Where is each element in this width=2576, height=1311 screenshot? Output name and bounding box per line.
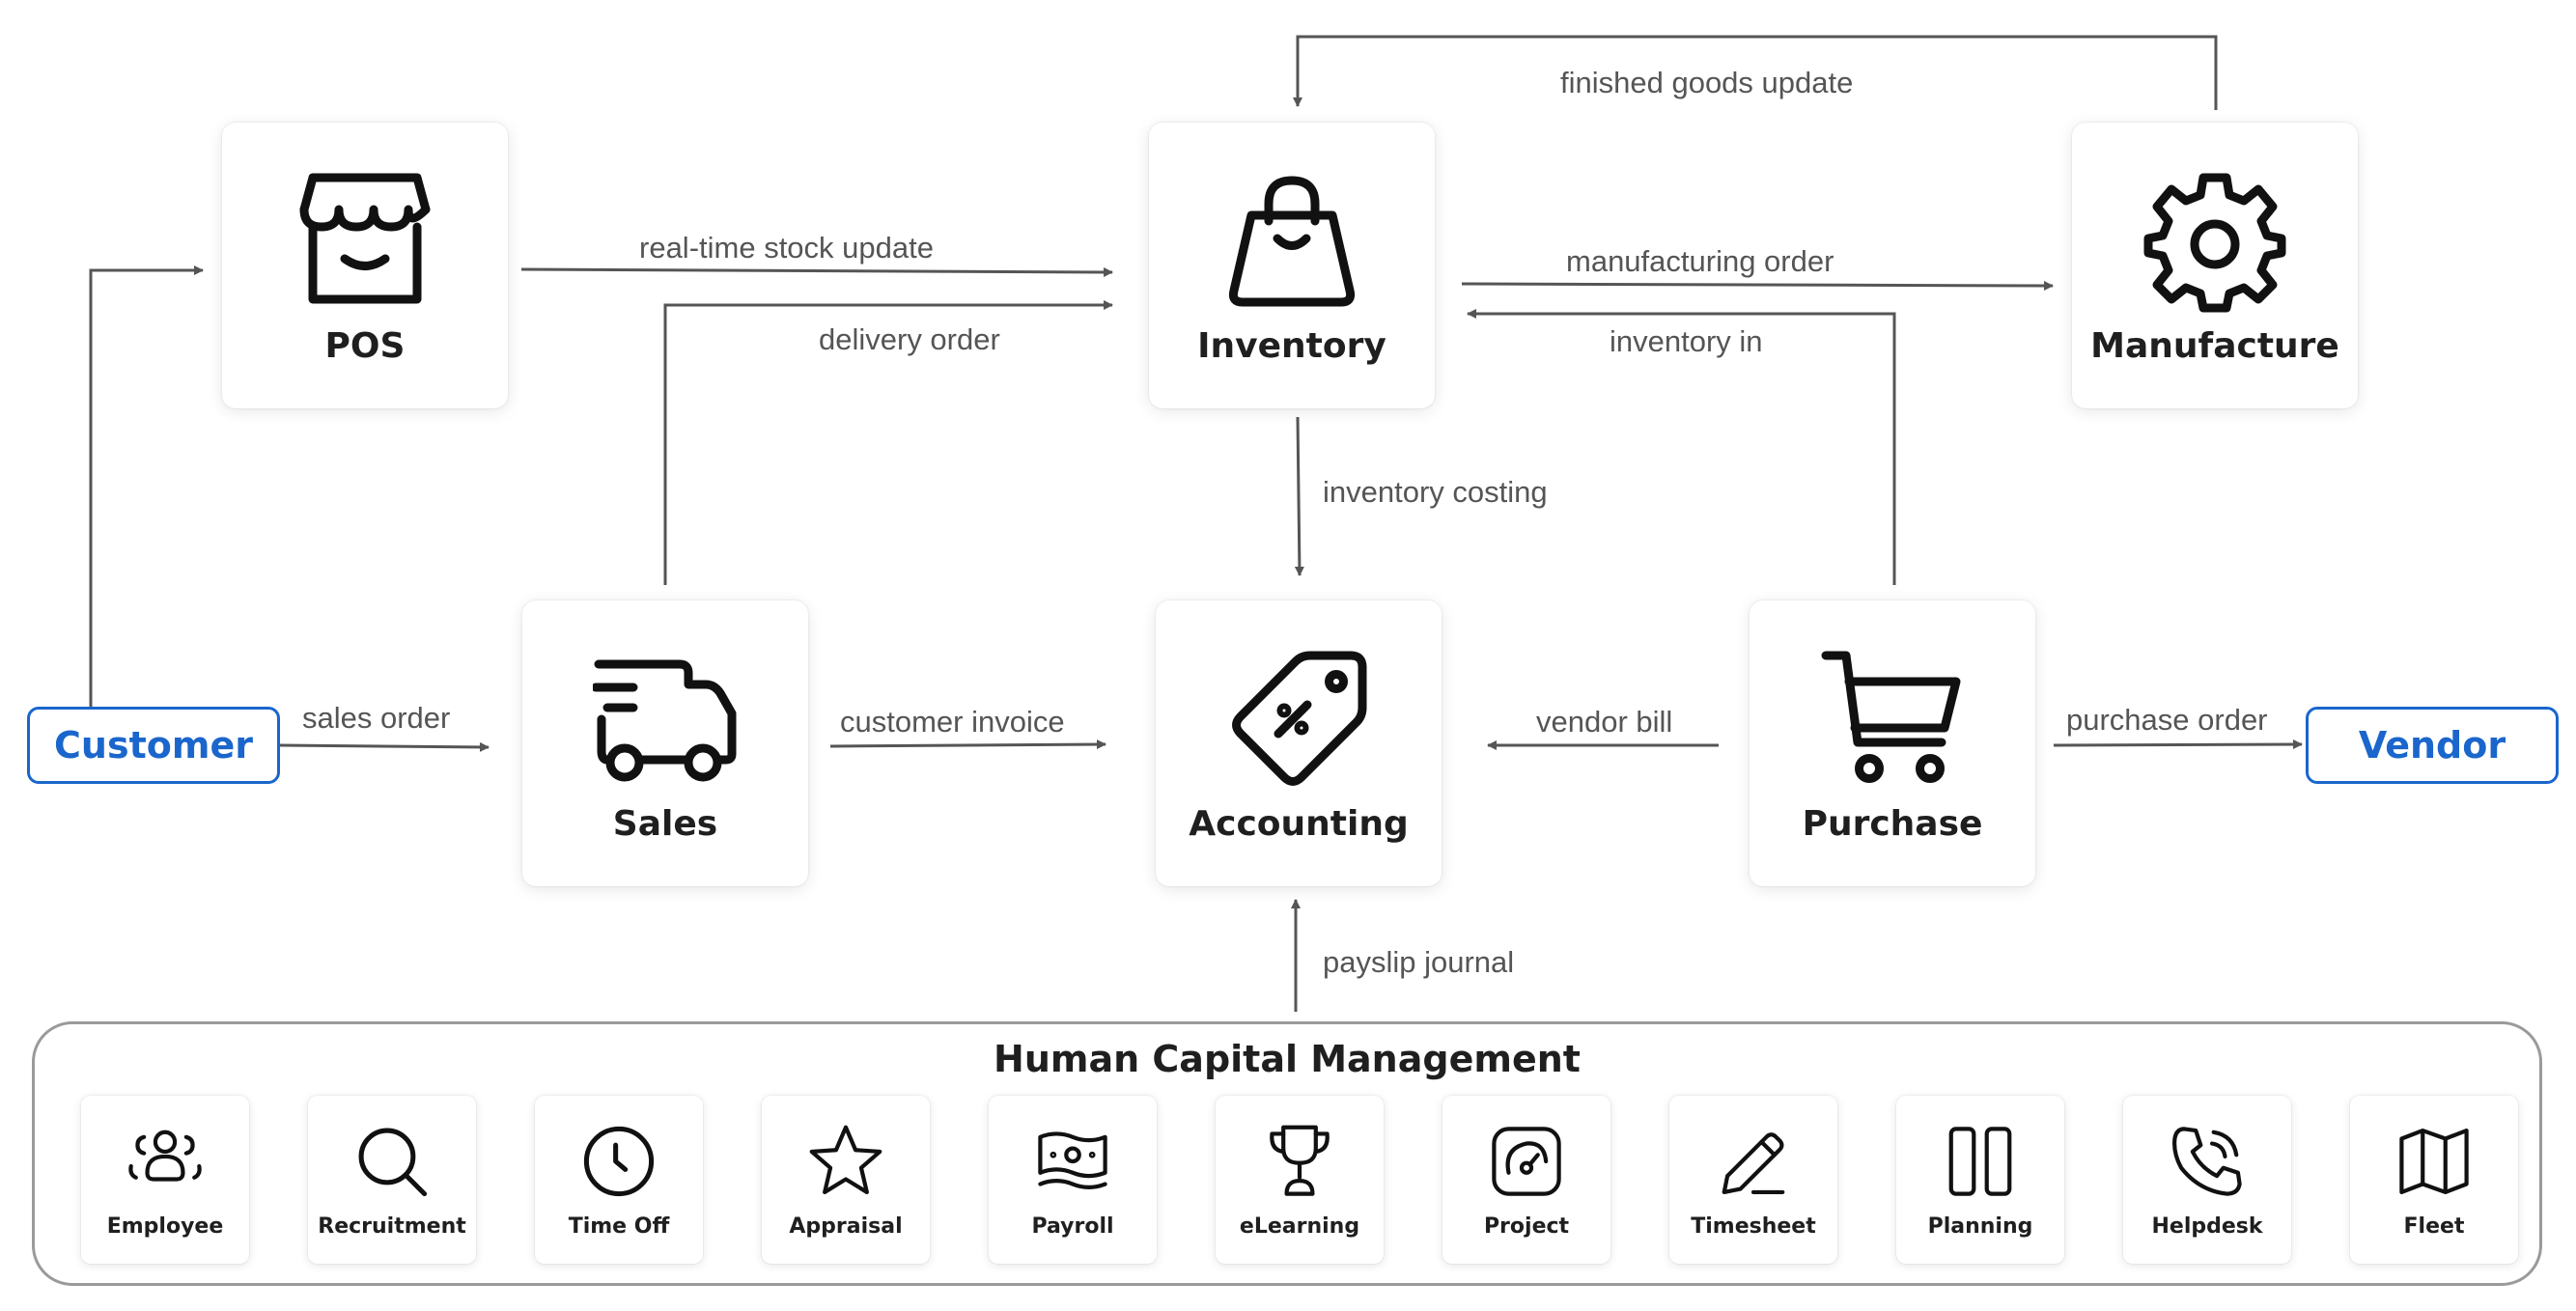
- flow-label-delivery-order: delivery order: [819, 322, 1000, 356]
- module-title: POS: [324, 326, 406, 366]
- flow-label-inventory-costing: inventory costing: [1323, 475, 1548, 509]
- hcm-app-helpdesk[interactable]: Helpdesk: [2123, 1096, 2291, 1264]
- module-card-pos[interactable]: POS: [222, 123, 508, 408]
- hcm-app-payroll[interactable]: Payroll: [989, 1096, 1157, 1264]
- hcm-app-employee[interactable]: Employee: [81, 1096, 249, 1264]
- arrow-purchase-order: [2053, 739, 2303, 750]
- shopping-cart-icon: [1820, 647, 1965, 792]
- storefront-icon: [293, 169, 437, 314]
- star-icon: [805, 1121, 886, 1202]
- hcm-app-label: Timesheet: [1691, 1214, 1816, 1239]
- phone-icon: [2167, 1121, 2248, 1202]
- flow-label-payslip-journal: payslip journal: [1323, 945, 1515, 979]
- module-title: Sales: [612, 804, 718, 844]
- price-tag-icon: [1226, 647, 1371, 792]
- arrow-sales-order: [279, 741, 490, 752]
- columns-icon: [1940, 1121, 2021, 1202]
- arrow-finished-goods-update: [1293, 35, 2218, 110]
- hcm-app-label: Time Off: [568, 1214, 670, 1239]
- external-customer[interactable]: Customer: [27, 707, 280, 784]
- hcm-app-planning[interactable]: Planning: [1896, 1096, 2064, 1264]
- hcm-app-fleet[interactable]: Fleet: [2350, 1096, 2518, 1264]
- hcm-app-label: Helpdesk: [2151, 1214, 2263, 1239]
- arrow-inventory-in: [1467, 309, 1896, 585]
- clock-icon: [578, 1121, 659, 1202]
- hcm-app-project[interactable]: Project: [1442, 1096, 1610, 1264]
- employee-icon: [125, 1121, 206, 1202]
- arrow-real-time-stock-update: [520, 266, 1113, 277]
- hcm-app-label: eLearning: [1239, 1214, 1360, 1239]
- map-icon: [2394, 1121, 2475, 1202]
- flow-label-vendor-bill: vendor bill: [1536, 705, 1673, 739]
- hcm-app-label: Recruitment: [318, 1214, 466, 1239]
- flow-label-manufacturing-order: manufacturing order: [1566, 244, 1834, 278]
- module-card-purchase[interactable]: Purchase: [1750, 600, 2035, 886]
- module-title: Accounting: [1189, 804, 1409, 844]
- arrow-manufacturing-order: [1461, 280, 2054, 291]
- shopping-bag-icon: [1219, 169, 1364, 314]
- flow-label-finished-goods-update: finished goods update: [1560, 66, 1854, 99]
- hcm-app-label: Appraisal: [789, 1214, 903, 1239]
- hcm-app-time-off[interactable]: Time Off: [535, 1096, 703, 1264]
- flow-label-purchase-order: purchase order: [2066, 703, 2268, 737]
- flow-label-inventory-in: inventory in: [1610, 324, 1763, 358]
- hcm-app-label: Payroll: [1031, 1214, 1114, 1239]
- hcm-app-timesheet[interactable]: Timesheet: [1669, 1096, 1837, 1264]
- flow-label-customer-invoice: customer invoice: [840, 705, 1065, 739]
- flow-label-sales-order: sales order: [302, 701, 451, 735]
- module-card-manufacture[interactable]: Manufacture: [2072, 123, 2358, 408]
- arrow-inventory-costing: [1294, 416, 1304, 576]
- arrow-customer-to-pos: [89, 265, 204, 707]
- delivery-truck-icon: [593, 647, 738, 792]
- banknote-icon: [1032, 1121, 1113, 1202]
- flow-label-real-time-stock-update: real-time stock update: [639, 231, 934, 265]
- search-icon: [351, 1121, 433, 1202]
- hcm-app-recruitment[interactable]: Recruitment: [308, 1096, 476, 1264]
- hcm-app-elearning[interactable]: eLearning: [1216, 1096, 1384, 1264]
- external-vendor[interactable]: Vendor: [2306, 707, 2559, 784]
- gauge-icon: [1486, 1121, 1567, 1202]
- arrow-delivery-order: [663, 300, 1113, 585]
- module-card-inventory[interactable]: Inventory: [1149, 123, 1435, 408]
- pencil-icon: [1713, 1121, 1794, 1202]
- gear-icon: [2142, 169, 2287, 314]
- hcm-app-label: Employee: [106, 1214, 224, 1239]
- module-card-sales[interactable]: Sales: [522, 600, 808, 886]
- hcm-group: Human Capital Management Employee: [32, 1021, 2542, 1286]
- module-title: Purchase: [1802, 804, 1983, 844]
- module-title: Inventory: [1197, 326, 1386, 366]
- hcm-title: Human Capital Management: [994, 1038, 1581, 1080]
- hcm-app-label: Fleet: [2403, 1214, 2465, 1239]
- module-title: Manufacture: [2090, 326, 2339, 366]
- trophy-icon: [1259, 1121, 1340, 1202]
- hcm-app-label: Project: [1483, 1214, 1570, 1239]
- arrow-customer-invoice: [829, 739, 1106, 750]
- hcm-app-label: Planning: [1927, 1214, 2033, 1239]
- hcm-app-appraisal[interactable]: Appraisal: [762, 1096, 930, 1264]
- module-card-accounting[interactable]: Accounting: [1156, 600, 1442, 886]
